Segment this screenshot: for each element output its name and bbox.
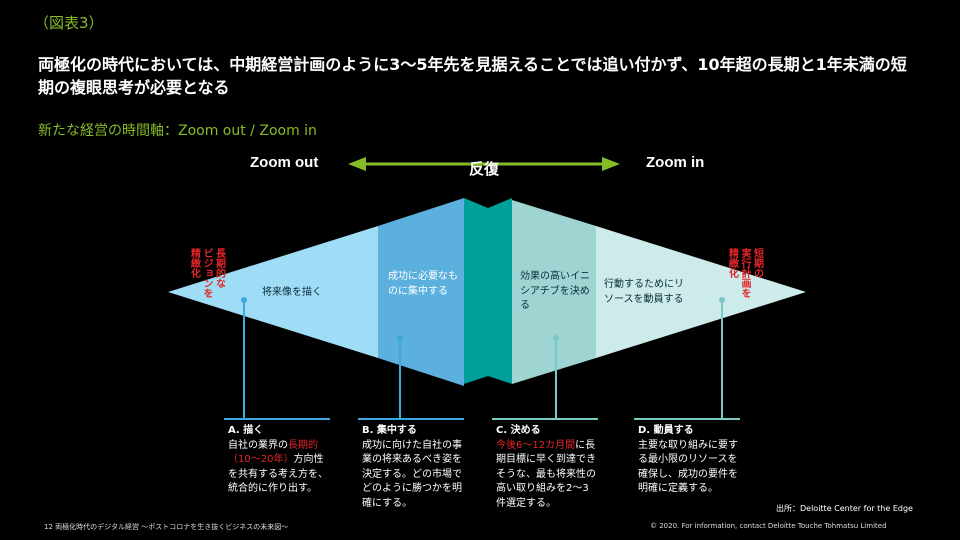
segment-center-shape: [464, 196, 512, 390]
card-b-title: B. 集中する: [362, 425, 417, 436]
segment-c-label: 効果の高いイニシアチブを決める: [520, 271, 590, 311]
repeat-label: 反復: [469, 160, 500, 178]
footer-page-title: 12 両極化時代のデジタル経営 〜ポストコロナを生き抜くビジネスの未来図〜: [44, 523, 289, 531]
card-a-text-post: 方向性を共有する考え方を、統合的に作り出す。: [228, 454, 328, 494]
arrow-left-head: [348, 157, 366, 171]
card-a: A. 描く 自社の業界の長期的（10〜20年）方向性を共有する考え方を、統合的に…: [228, 424, 328, 497]
left-side-label-2: ビジョンを: [201, 248, 212, 298]
segment-d-label: 行動するためにリソースを動員する: [604, 279, 684, 305]
center-notch-bottom: [464, 376, 512, 392]
right-side-label: 短期の 実行計画を 精緻化: [726, 248, 763, 298]
headline: 両極化の時代においては、中期経営計画のように3〜5年先を見据えることでは追い付か…: [38, 55, 907, 97]
segment-d-shape: [596, 226, 806, 358]
left-side-label-red: 長期的な: [213, 248, 225, 288]
segment-a-shape: [168, 226, 378, 358]
card-a-title: A. 描く: [228, 425, 264, 436]
card-c: C. 決める 今後6〜12カ月間に長期目標に早く到達できそうな、最も将来性の高い…: [496, 424, 596, 511]
right-side-label-red: 短期の: [751, 248, 763, 278]
segment-a-label: 将来像を描く: [262, 287, 322, 298]
card-d: D. 動員する 主要な取り組みに要する最小限のリソースを確保し、成功の要件を明確…: [638, 424, 742, 497]
card-b: B. 集中する 成功に向けた自社の事業の将来あるべき姿を決定する。どの市場でどの…: [362, 424, 462, 511]
center-notch-top: [464, 168, 512, 208]
right-side-label-3: 精緻化: [726, 248, 738, 278]
card-c-highlight: 今後6〜12カ月間: [496, 439, 576, 451]
card-d-title: D. 動員する: [638, 425, 694, 436]
card-c-text-post: に長期目標に早く到達できそうな、最も将来性の高い取り組みを2〜3件選定する。: [496, 439, 596, 509]
right-side-label-2: 実行計画を: [739, 248, 750, 298]
left-side-label: 長期的な ビジョンを 精緻化: [188, 248, 225, 298]
card-c-title: C. 決める: [496, 425, 541, 436]
connectors: [224, 297, 740, 420]
arrow-right-head: [602, 157, 620, 171]
source-note: 出所：Deloitte Center for the Edge: [776, 504, 913, 513]
card-a-text-pre: 自社の業界の: [228, 439, 288, 451]
zoom-out-label: Zoom out: [250, 154, 319, 171]
card-d-text: 主要な取り組みに要する最小限のリソースを確保し、成功の要件を明確に定義する。: [638, 439, 738, 495]
card-a-highlight: 長期的（10〜20年）: [228, 439, 318, 466]
figure-label: （図表3）: [34, 14, 104, 32]
footer-copyright: © 2020. For information, contact Deloitt…: [650, 522, 887, 530]
zoom-in-label: Zoom in: [646, 154, 705, 171]
left-side-label-3: 精緻化: [188, 248, 200, 278]
segment-c-shape: [512, 200, 596, 384]
subheading: 新たな経営の時間軸：Zoom out / Zoom in: [38, 123, 317, 139]
segment-b-label: 成功に必要なものに集中する: [388, 271, 458, 297]
card-b-text: 成功に向けた自社の事業の将来あるべき姿を決定する。どの市場でどのように勝つかを明…: [362, 439, 462, 509]
